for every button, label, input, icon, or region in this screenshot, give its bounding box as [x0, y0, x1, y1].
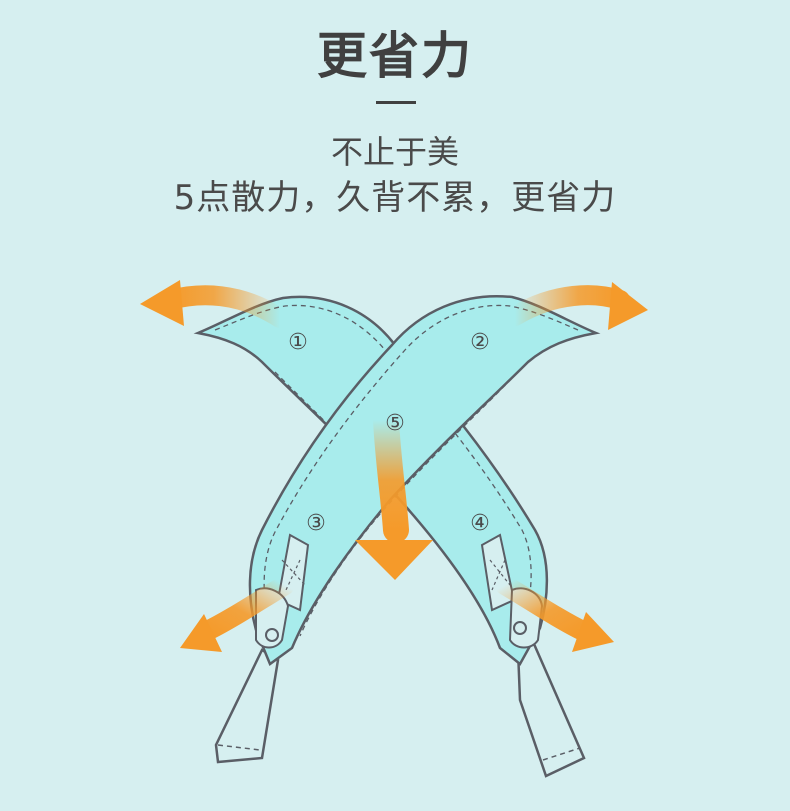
pressure-point-5: ⑤	[385, 411, 405, 436]
arrow-upper-left	[140, 280, 290, 328]
left-webbing	[214, 648, 280, 764]
pressure-point-3: ③	[306, 511, 326, 536]
subtitle-line-1: 不止于美	[330, 133, 459, 171]
pressure-point-4: ④	[470, 511, 490, 536]
arrow-upper-right	[505, 282, 648, 330]
arrow-center-down	[355, 407, 433, 580]
right-webbing	[516, 642, 586, 778]
arrow-lower-left	[180, 575, 295, 652]
title-divider	[376, 101, 416, 104]
pressure-point-2: ②	[470, 330, 490, 355]
subtitle-line-2: 5点散力，久背不累，更省力	[173, 178, 617, 218]
pressure-point-1: ①	[288, 330, 308, 355]
arrow-lower-right	[495, 575, 614, 652]
page-title: 更省力	[317, 27, 473, 85]
strap-illustration: ① ② ⑤ ③ ④	[140, 280, 648, 778]
